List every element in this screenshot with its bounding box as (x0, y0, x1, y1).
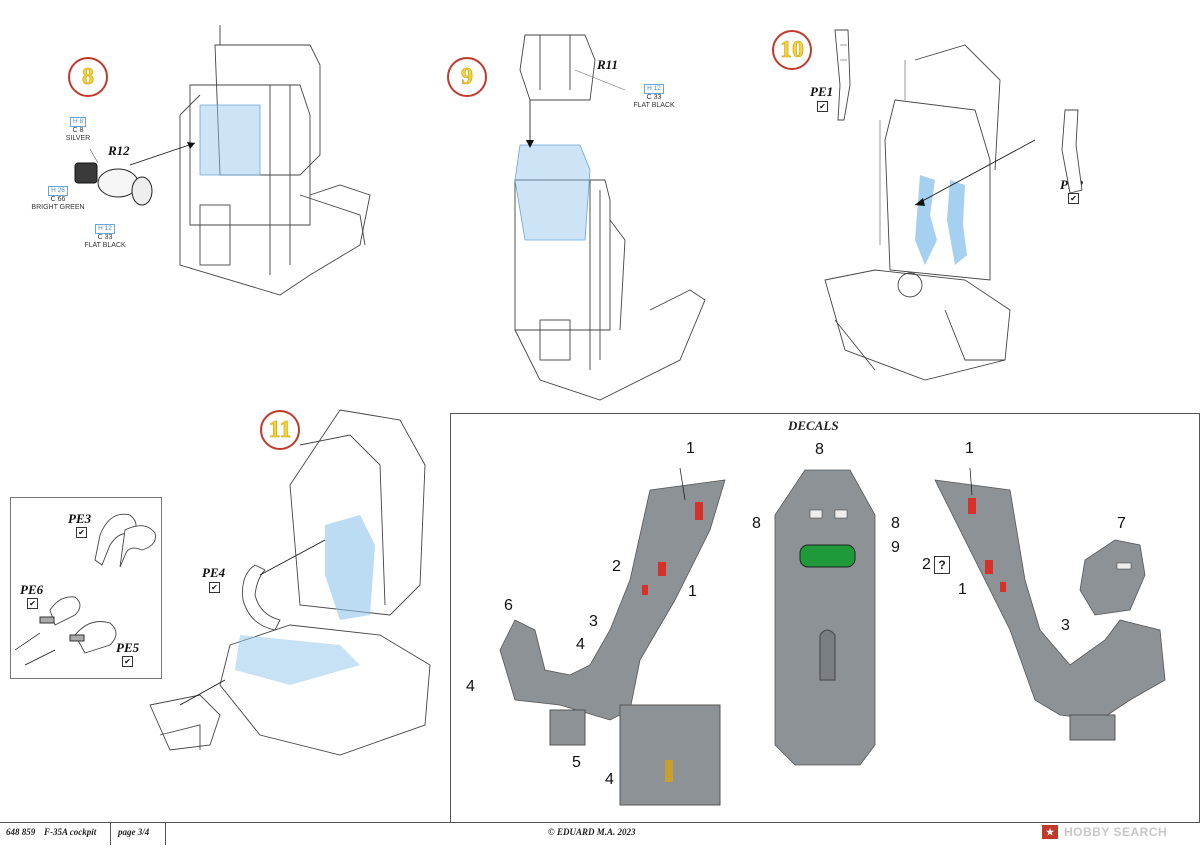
pe1-strap-drawing (834, 29, 851, 121)
decal-number: 8 (752, 515, 761, 532)
copyright: © EDUARD M.A. 2023 (548, 827, 636, 837)
decal-view-rear (774, 469, 876, 766)
decal-number: 4 (605, 771, 614, 788)
decal-number: 4 (466, 678, 475, 695)
decal-view-piece-7 (1079, 539, 1146, 616)
watermark-logo-icon: ★ (1042, 825, 1058, 839)
decal-number: 8 (891, 515, 900, 532)
paint-callout-silver: H 8 C 8 SILVER (58, 117, 98, 143)
paint-name: FLAT BLACK (633, 102, 675, 109)
decal-view-left-side (499, 467, 726, 806)
step-number: 8 (82, 63, 95, 90)
check-box: ✔ (27, 598, 38, 609)
step-number: 11 (268, 416, 292, 443)
paint-name: BRIGHT GREEN (31, 204, 85, 211)
decal-number: 1 (965, 440, 974, 457)
paint-mr-code: C 8 (72, 127, 84, 134)
pe2-strap-drawing (1061, 109, 1083, 194)
decal-number: 3 (589, 613, 598, 630)
seat-drawing-step-10 (824, 44, 1036, 381)
page-number: page 3/4 (118, 827, 150, 837)
unknown-decal-box: ? (934, 556, 950, 574)
check-box: ✔ (1068, 193, 1079, 204)
step-11-subassembly-panel (10, 497, 162, 679)
pe4-strap-drawing (242, 564, 281, 631)
paint-mr-code: C 33 (97, 234, 113, 241)
paint-code: H 26 (48, 186, 68, 196)
check-box: ✔ (76, 527, 87, 538)
part-label-pe1: PE1 (810, 84, 834, 99)
decal-number: 1 (958, 581, 967, 598)
part-label-pe6: PE6 (20, 582, 44, 597)
part-label-pe4: PE4 (202, 565, 226, 580)
watermark: HOBBY SEARCH (1064, 825, 1168, 839)
seat-drawing-step-9 (514, 34, 706, 401)
decal-number: 7 (1117, 515, 1126, 532)
kit-code: 648 859 (6, 827, 36, 837)
decal-number: 1 (688, 583, 697, 600)
decal-number: 8 (815, 441, 824, 458)
step-11-strap-drawings (14, 513, 156, 666)
paint-name: SILVER (65, 135, 91, 142)
decals-title: DECALS (788, 418, 839, 433)
decal-number: 5 (572, 754, 581, 771)
check-box: ✔ (122, 656, 133, 667)
kit-title: F-35A cockpit (44, 827, 97, 837)
step-9-badge: 9 (447, 57, 487, 97)
footer-divider (110, 823, 111, 845)
check-box: ✔ (817, 101, 828, 112)
page-footer: 648 859 F-35A cockpit page 3/4 © EDUARD … (0, 822, 1200, 845)
footer-divider (165, 823, 166, 845)
paint-code: H 12 (95, 224, 115, 234)
step-10-badge: 10 (772, 30, 812, 70)
paint-callout-flat-black: H 12 C 33 FLAT BLACK (80, 224, 130, 250)
check-box: ✔ (209, 582, 220, 593)
step-number: 9 (461, 63, 474, 90)
paint-mr-code: C 33 (646, 94, 662, 101)
paint-callout-bright-green: H 26 C 66 BRIGHT GREEN (26, 186, 90, 212)
seat-drawing-step-8 (129, 25, 371, 296)
r12-part-drawing (74, 148, 153, 206)
part-label-r11: R11 (597, 57, 618, 72)
decal-number: 6 (504, 597, 513, 614)
step-number: 10 (780, 36, 805, 63)
paint-mr-code: C 66 (50, 196, 66, 203)
decal-number: 2 (922, 556, 931, 573)
seat-drawing-step-11 (149, 409, 431, 756)
decal-view-right-side (934, 467, 1166, 741)
paint-code: H 8 (69, 117, 87, 127)
part-label-pe5: PE5 (116, 640, 140, 655)
paint-name: FLAT BLACK (84, 242, 126, 249)
decal-number: 3 (1061, 617, 1070, 634)
step-11-badge: 11 (260, 410, 300, 450)
part-label-r12: R12 (108, 143, 130, 158)
decal-number: 2 (612, 558, 621, 575)
paint-callout-flat-black-step9: H 12 C 33 FLAT BLACK (628, 84, 680, 110)
step-8-badge: 8 (68, 57, 108, 97)
part-label-pe3: PE3 (68, 511, 92, 526)
decal-number: 9 (891, 539, 900, 556)
decal-number: 4 (576, 636, 585, 653)
decal-number: 1 (686, 440, 695, 457)
